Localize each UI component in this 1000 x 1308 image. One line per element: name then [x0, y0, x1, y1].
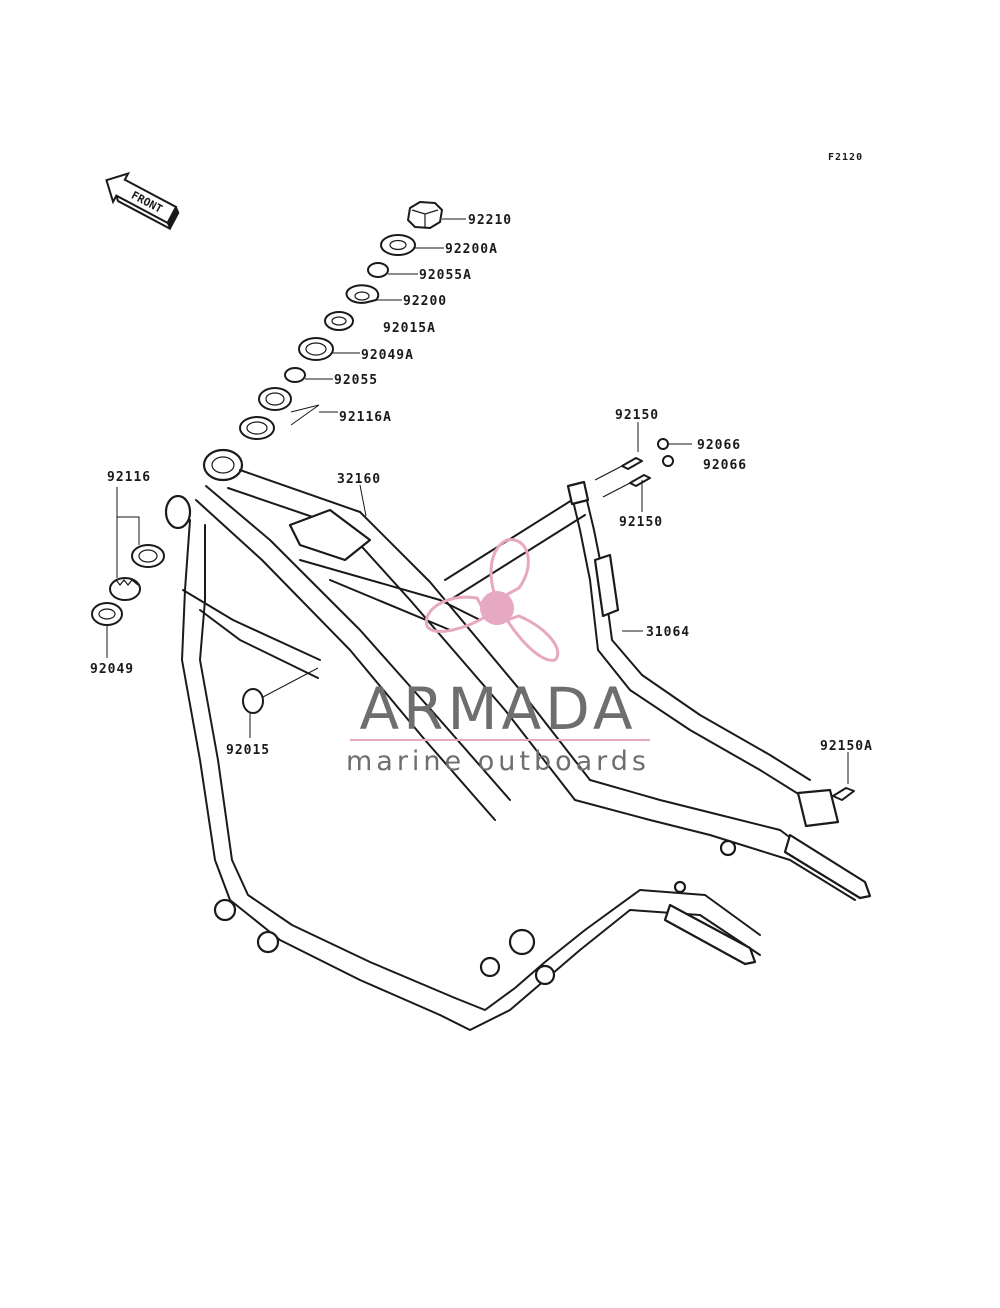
- rear-frame: [566, 480, 840, 828]
- leader-32160: [359, 484, 367, 517]
- part-92055A-oring: [367, 262, 418, 278]
- part-92116-bearings: [109, 487, 165, 601]
- part-92150-bolts: [594, 422, 651, 512]
- part-92049-seal: [91, 602, 123, 658]
- part-92055-oring: [284, 367, 333, 383]
- label-92116A: 92116A: [339, 410, 392, 425]
- part-92015-bushing: [242, 667, 319, 738]
- part-92210-nut: [407, 201, 466, 229]
- figure-code: F2120: [828, 152, 863, 163]
- label-92055A: 92055A: [419, 268, 472, 283]
- label-92150A: 92150A: [820, 739, 873, 754]
- watermark-brand: ARMADA: [359, 675, 636, 743]
- label-92150-mid: 92150: [619, 515, 663, 530]
- label-92049A: 92049A: [361, 348, 414, 363]
- watermark-tagline: marine outboards: [346, 746, 650, 777]
- label-92015A: 92015A: [383, 321, 436, 336]
- label-92055: 92055: [334, 373, 378, 388]
- label-92066-b: 92066: [703, 458, 747, 473]
- part-92066-nuts: [657, 438, 692, 467]
- label-32160: 32160: [337, 472, 381, 487]
- propeller-icon: [424, 538, 560, 662]
- label-31064: 31064: [646, 625, 690, 640]
- part-92049A-seal: [298, 337, 360, 361]
- label-92200A: 92200A: [445, 242, 498, 257]
- label-92049: 92049: [90, 662, 134, 677]
- label-92015: 92015: [226, 743, 270, 758]
- front-arrow-icon: FRONT: [105, 171, 180, 231]
- watermark: ARMADA marine outboards: [346, 538, 650, 777]
- label-92210: 92210: [468, 213, 512, 228]
- part-92200A-washer: [380, 234, 444, 256]
- part-92200-lockwasher: [345, 284, 402, 304]
- label-92200: 92200: [403, 294, 447, 309]
- part-92015A-nut: [324, 311, 354, 331]
- label-92150-top: 92150: [615, 408, 659, 423]
- label-92066-a: 92066: [697, 438, 741, 453]
- label-92116: 92116: [107, 470, 151, 485]
- part-92116A-bearings: [239, 387, 338, 440]
- main-frame: [164, 448, 872, 1031]
